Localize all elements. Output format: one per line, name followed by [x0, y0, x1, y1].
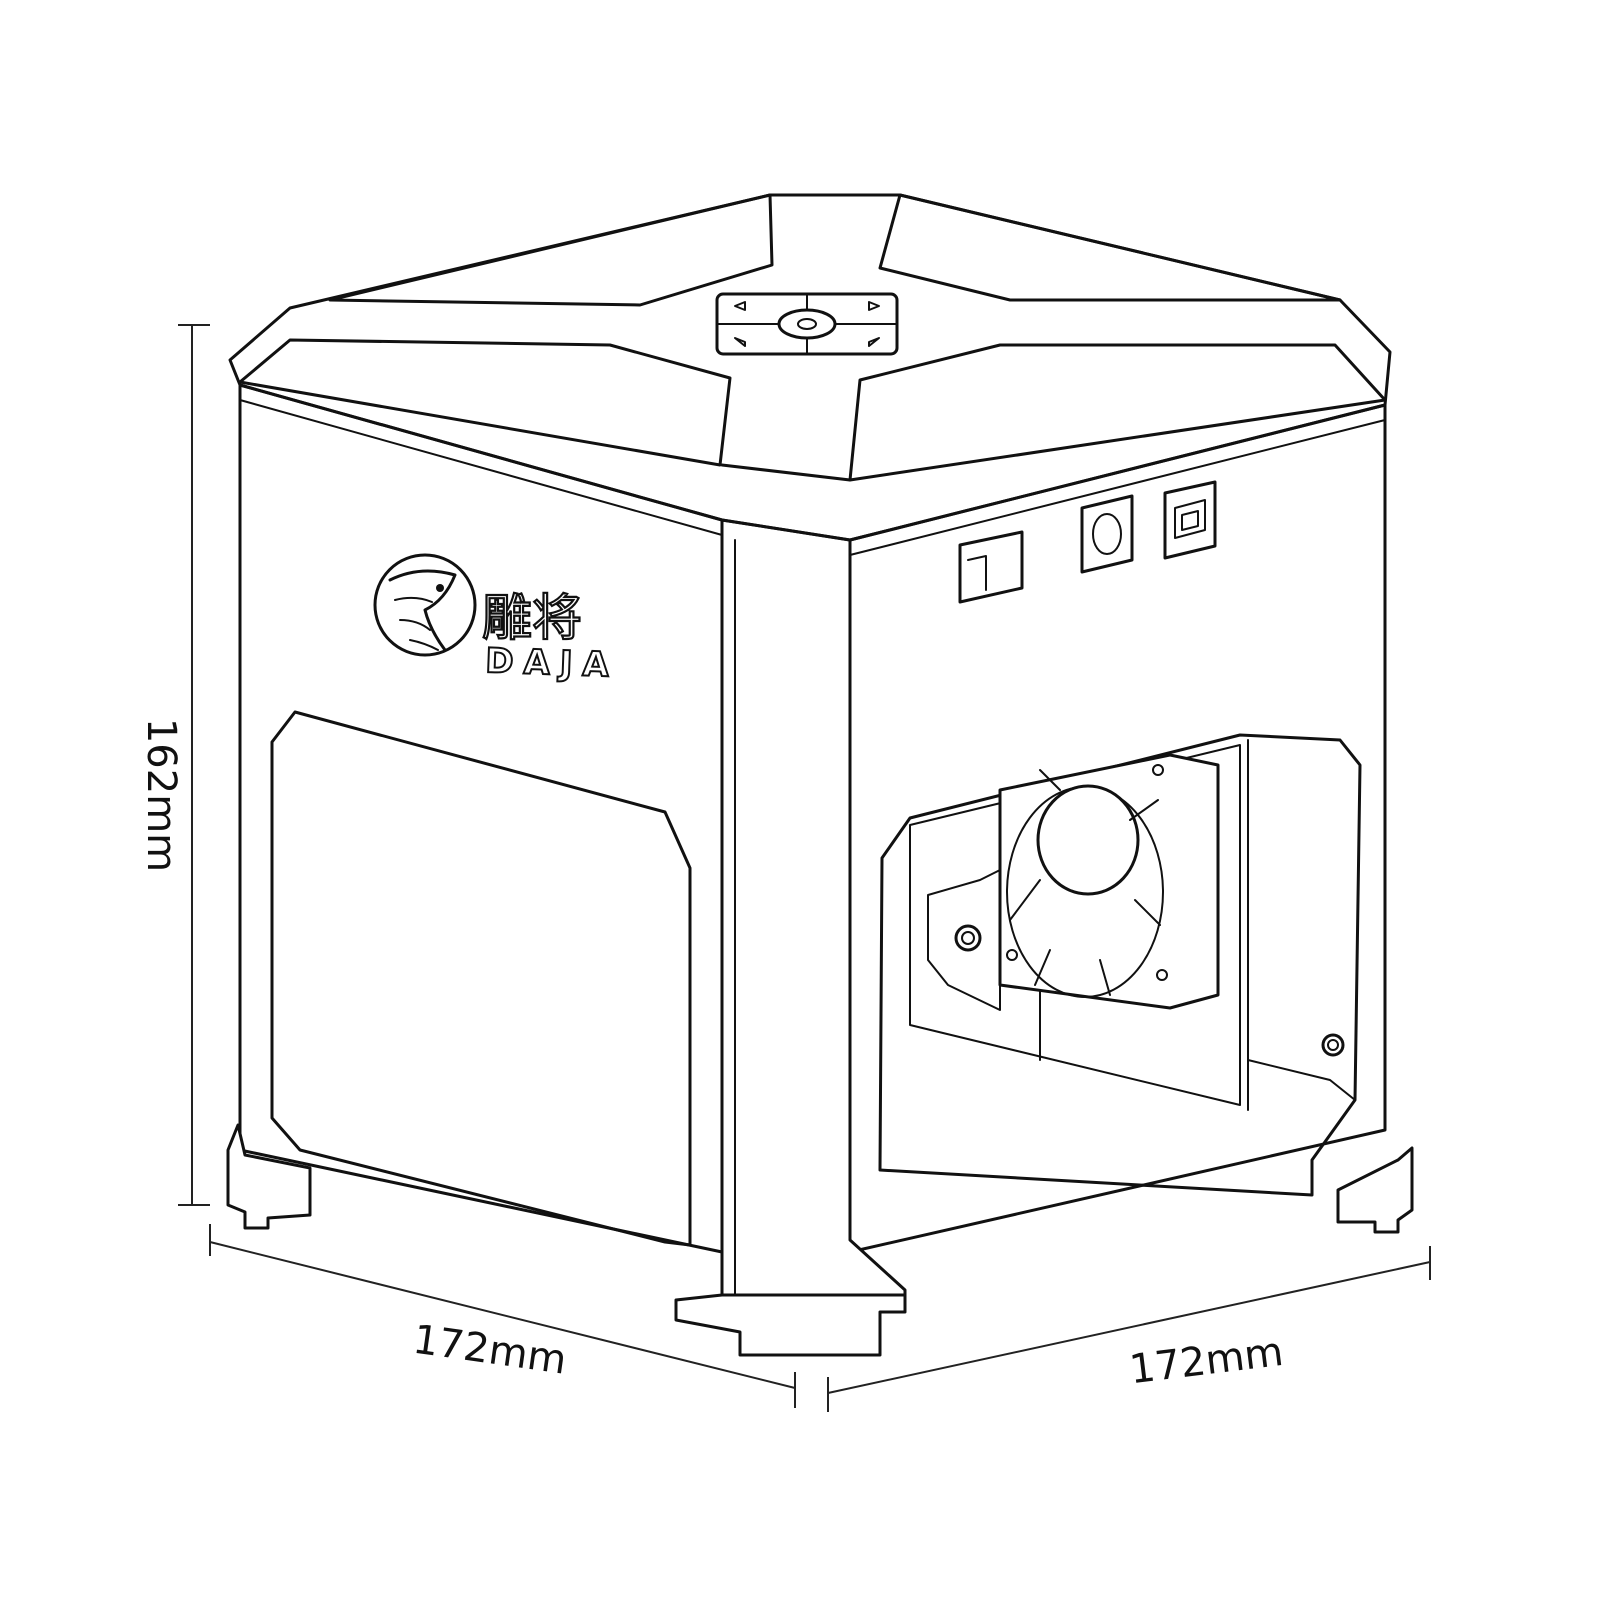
cooling-fan-icon [998, 753, 1220, 1010]
brand-name-cn: 雕将 [482, 589, 582, 647]
lid-panel-right [848, 343, 1387, 482]
direction-pad-icon [715, 292, 899, 356]
lid-panel-left [238, 338, 732, 467]
lid-rib-back-left [328, 193, 774, 307]
side-opening [878, 733, 1362, 1197]
side-width-dimension: 172mm [827, 1246, 1431, 1412]
dc-power-port-icon [1080, 494, 1134, 574]
side-width-label: 172mm [1127, 1329, 1286, 1393]
front-corner-post [720, 518, 907, 1310]
screw-icon [954, 924, 1345, 1057]
foot-icon [226, 1123, 1414, 1357]
usb-b-port-icon [1163, 480, 1217, 560]
eagle-head-logo-icon [373, 553, 477, 657]
engraver-body: 雕将 DAJA [226, 193, 1414, 1357]
viewing-window [270, 710, 692, 1247]
lid-rib-back-right [878, 193, 1342, 302]
height-dimension: 162mm [138, 324, 210, 1206]
power-switch-icon [958, 530, 1024, 604]
brand-name-en: DAJA [485, 641, 620, 686]
height-label: 162mm [138, 718, 184, 872]
carriage-plate [927, 869, 1001, 1011]
